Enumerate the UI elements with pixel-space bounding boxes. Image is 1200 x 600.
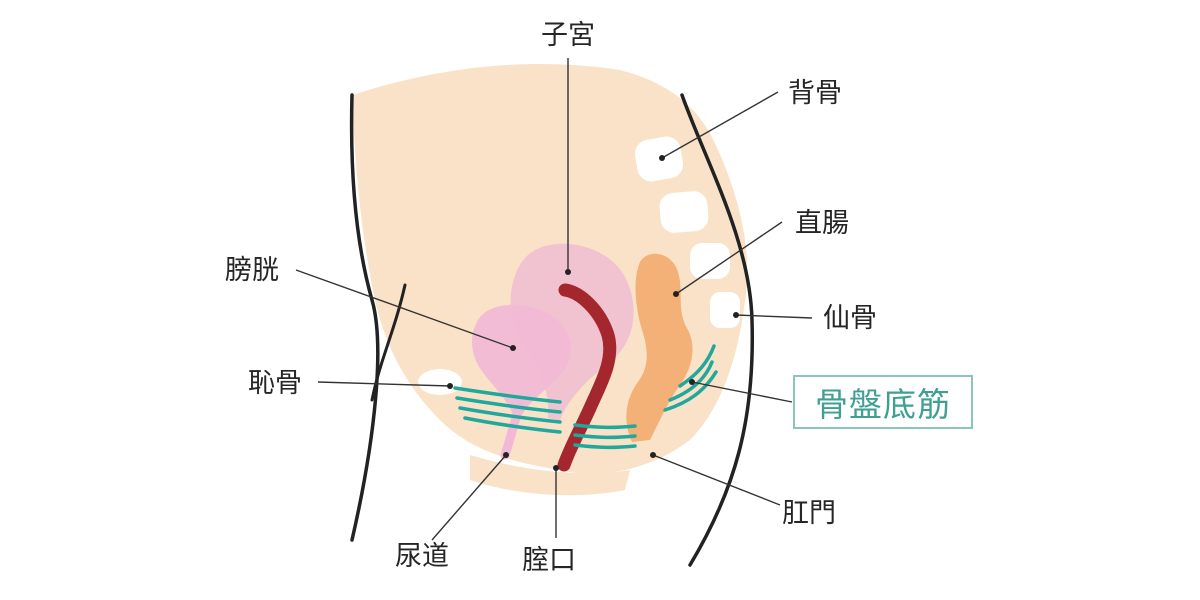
leader-urethra [431,454,507,541]
label-bladder: 膀胱 [225,255,279,286]
rectum-shape [626,253,693,442]
leader-bladder [295,269,514,349]
leader-anus [652,454,781,506]
skin-fold [470,455,630,496]
leader-spine [661,91,779,159]
label-pubic-bone: 恥骨 [248,368,302,399]
label-anus: 肛門 [782,498,836,529]
leader-dots [447,155,739,471]
leader-pelvic-floor [691,381,793,403]
spine-vertebrae [634,136,740,328]
label-urethra: 尿道 [395,541,449,572]
label-uterus: 子宮 [541,20,595,51]
leader-lines [295,58,813,541]
label-vagina: 腟口 [522,545,576,576]
label-rectum: 直腸 [795,208,849,239]
thigh-outline [370,283,407,402]
leader-sacrum [735,314,813,319]
back-outline [680,93,755,567]
label-pelvic-floor-highlight: 骨盤底筋 [793,375,973,429]
leader-pubic [317,381,451,387]
pelvic-floor-muscle [453,344,718,450]
label-sacrum: 仙骨 [823,303,877,334]
pubic-bone-shape [418,369,462,395]
bladder-shape [472,304,571,415]
label-spine: 背骨 [788,78,842,109]
front-outline [349,93,380,542]
leader-rectum [675,221,783,295]
